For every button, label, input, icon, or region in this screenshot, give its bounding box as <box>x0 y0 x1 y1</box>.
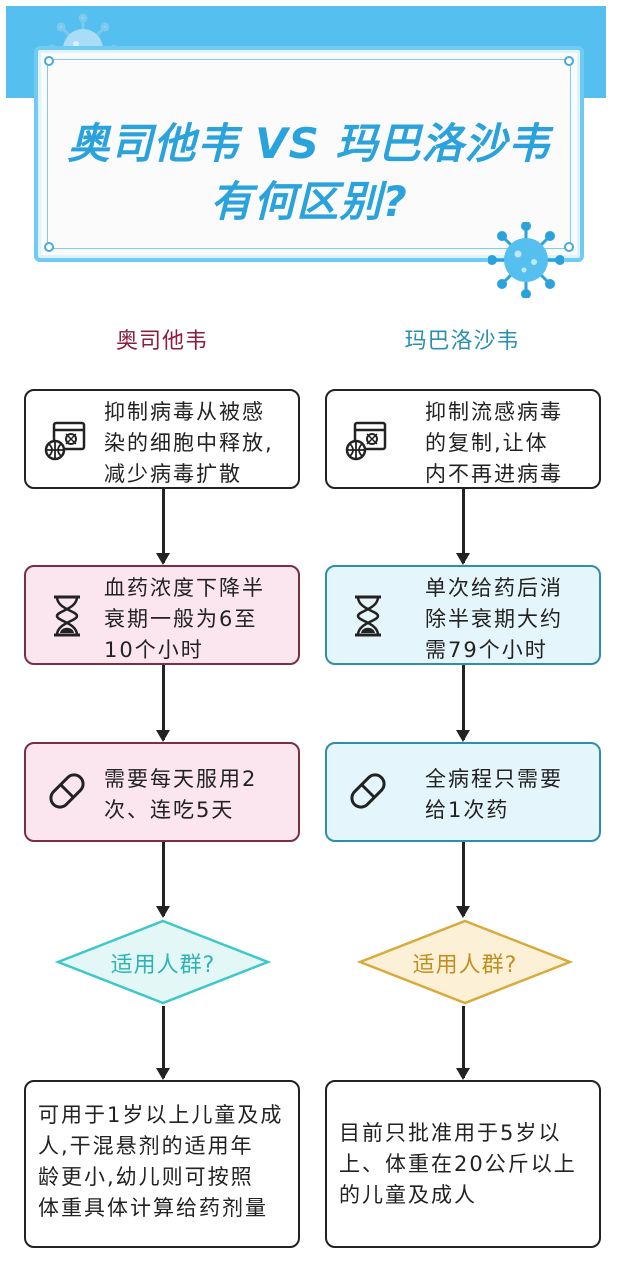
text-line: 人,干混悬剂的适用年 <box>38 1134 254 1158</box>
rivet <box>564 56 574 66</box>
text-line: 龄更小,幼儿则可按照 <box>38 1165 254 1189</box>
text-line: 目前只批准用于5岁以 <box>339 1121 562 1145</box>
text-line: 除半衰期大约 <box>425 607 563 631</box>
decision-label: 适用人群? <box>110 953 216 978</box>
virus-document-icon <box>44 421 86 461</box>
flow-arrow <box>156 489 170 565</box>
pill-icon <box>49 773 85 809</box>
text-line: 需要每天服用2 <box>104 767 258 791</box>
text-line: 单次给药后消 <box>425 576 563 600</box>
flow-arrow <box>156 665 170 742</box>
text-line: 上、体重在20公斤以上 <box>339 1152 577 1176</box>
flow-arrow <box>456 1006 470 1080</box>
flow-arrow <box>156 1006 170 1080</box>
left-dosage-box: 需要每天服用2 次、连吃5天 <box>24 742 300 842</box>
flow-arrow <box>456 842 470 918</box>
flow-arrow <box>156 842 170 918</box>
left-halflife-box: 血药浓度下降半 衰期一般为6至 10个小时 <box>24 565 300 665</box>
right-halflife-box: 单次给药后消 除半衰期大约 需79个小时 <box>325 565 601 665</box>
text-line: 衰期一般为6至 <box>104 607 258 631</box>
right-column-heading: 玛巴洛沙韦 <box>404 329 520 354</box>
text-line: 内不再进病毒 <box>425 462 563 486</box>
flow-arrow <box>456 489 470 565</box>
left-mechanism-box: 抑制病毒从被感 染的细胞中释放, 减少病毒扩散 <box>24 389 300 489</box>
text-line: 减少病毒扩散 <box>104 462 242 486</box>
page-title-line1: 奥司他韦 VS 玛巴洛沙韦 <box>67 119 551 168</box>
page-title-line2: 有何区别? <box>210 177 408 226</box>
text-line: 10个小时 <box>104 638 204 662</box>
flow-arrow <box>456 665 470 742</box>
text-line: 次、连吃5天 <box>104 798 235 822</box>
text-line: 血药浓度下降半 <box>104 576 265 600</box>
decision-label: 适用人群? <box>412 953 518 978</box>
hourglass-icon <box>355 595 381 637</box>
right-population-box: 目前只批准用于5岁以 上、体重在20公斤以上 的儿童及成人 <box>325 1080 601 1248</box>
text-line: 需79个小时 <box>425 638 548 662</box>
rivet <box>44 56 54 66</box>
pill-icon <box>350 773 386 809</box>
text-line: 的复制,让体 <box>425 431 549 455</box>
hourglass-icon <box>54 595 80 637</box>
right-mechanism-box: 抑制流感病毒 的复制,让体 内不再进病毒 <box>325 389 601 489</box>
virus-icon <box>488 222 564 298</box>
text-line: 给1次药 <box>425 798 510 822</box>
right-dosage-box: 全病程只需要 给1次药 <box>325 742 601 842</box>
text-line: 染的细胞中释放, <box>104 431 274 455</box>
text-line: 抑制流感病毒 <box>425 400 563 424</box>
rivet <box>564 242 574 252</box>
title-card: 奥司他韦 VS 玛巴洛沙韦 有何区别? <box>34 46 584 262</box>
left-population-box: 可用于1岁以上儿童及成 人,干混悬剂的适用年 龄更小,幼儿则可按照 体重具体计算… <box>24 1080 300 1248</box>
rivet <box>44 242 54 252</box>
virus-document-icon <box>345 421 387 461</box>
decision-diamond <box>357 919 573 1005</box>
left-column-heading: 奥司他韦 <box>115 329 208 354</box>
text-line: 全病程只需要 <box>425 767 563 791</box>
text-line: 可用于1岁以上儿童及成 <box>38 1103 284 1127</box>
text-line: 的儿童及成人 <box>339 1183 477 1207</box>
text-line: 抑制病毒从被感 <box>104 400 265 424</box>
decision-diamond <box>55 919 271 1005</box>
text-line: 体重具体计算给药剂量 <box>38 1196 268 1220</box>
